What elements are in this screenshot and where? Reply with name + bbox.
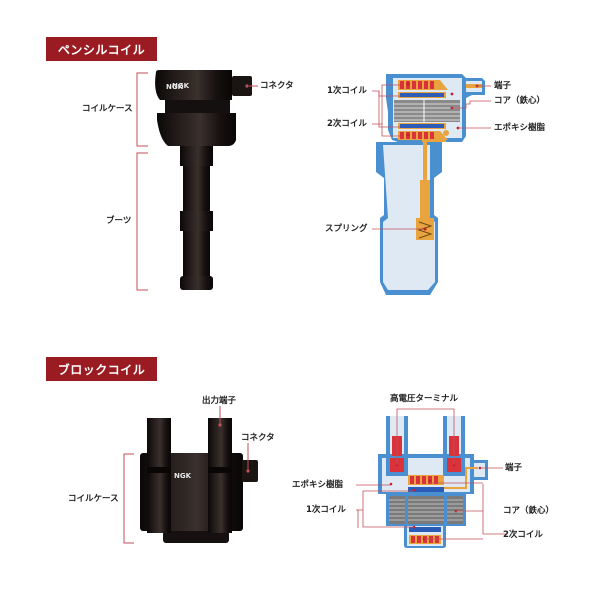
block-epoxy-label: エポキシ樹脂 [292,480,344,490]
pencil-terminal-label: 端子 [494,81,512,91]
block-coil-title-text: ブロックコイル [57,362,146,377]
pencil-coil-title: ペンシルコイル [46,37,157,61]
block-coil-case-label: コイルケース [68,494,119,504]
pencil-core-label: コア（鉄心） [494,96,546,106]
pencil-primary-coil-label: 1次コイル [327,86,367,96]
svg-text:NGK: NGK [172,82,190,90]
pencil-secondary-coil-label: 2次コイル [327,119,367,129]
pencil-epoxy-label: エポキシ樹脂 [494,123,546,133]
block-hv-terminal-label: 高電圧ターミナル [390,394,459,404]
block-brand-logo: NGK [174,472,192,480]
pencil-spring-label: スプリング [325,224,368,234]
pencil-coil-case-label: コイルケース [82,104,133,114]
pencil-connector-label: コネクタ [260,81,294,91]
pencil-boot-label: ブーツ [106,216,132,226]
block-core-label: コア（鉄心） [503,506,555,516]
pencil-coil-title-text: ペンシルコイル [57,42,146,57]
block-output-terminal-label: 出力端子 [202,396,237,406]
pencil-brand-logo: NGK [166,83,184,91]
block-primary-coil-label: 1次コイル [306,505,346,515]
block-coil-title: ブロックコイル [46,357,157,381]
block-terminal-label: 端子 [505,463,523,473]
block-connector-label: コネクタ [241,433,275,443]
block-secondary-coil-label: 2次コイル [503,530,543,540]
